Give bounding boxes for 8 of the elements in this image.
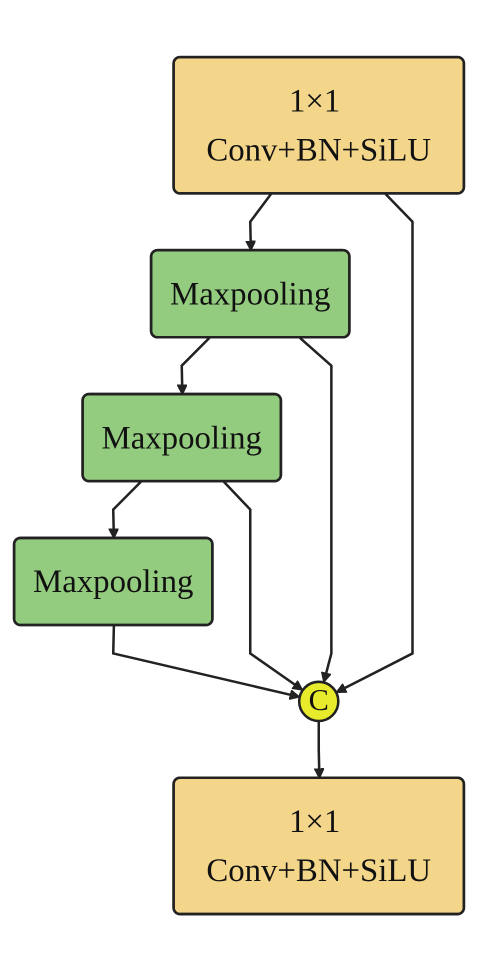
- arrow: [314, 721, 325, 780]
- arrow: [222, 481, 304, 692]
- arrow: [112, 626, 300, 700]
- arrow: [245, 194, 272, 252]
- arrow: [299, 337, 333, 684]
- arrow: [336, 194, 414, 694]
- node-circle: C: [298, 680, 340, 723]
- arrow: [108, 481, 142, 540]
